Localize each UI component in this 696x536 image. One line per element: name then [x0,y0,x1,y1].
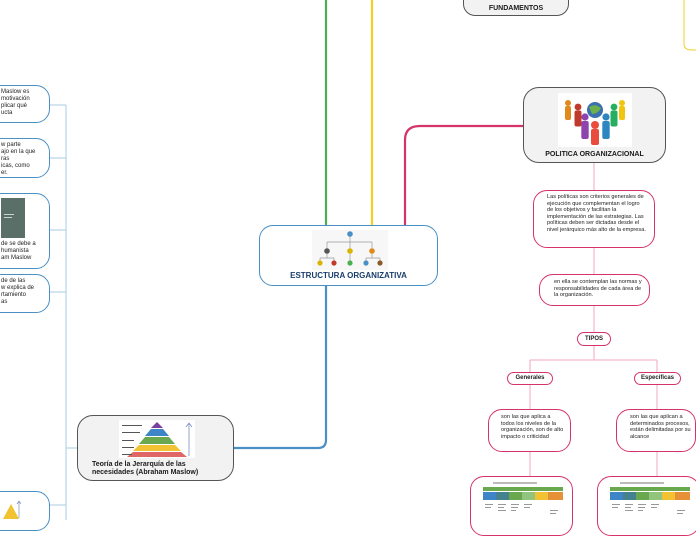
politica-contemplan: en ella se contemplan las normas y respo… [554,279,642,298]
central-node[interactable]: ESTRUCTURA ORGANIZATIVA [259,225,438,286]
policy-table-thumbnail [610,482,690,514]
especificas-image-node[interactable] [597,476,696,536]
maslow-note-4[interactable]: de de las w explica de rtamiento as [0,274,50,313]
generales-desc-node[interactable]: son las que aplica a todos los niveles d… [488,409,571,452]
note-line: ras [1,156,10,162]
maslow-note-1[interactable]: Maslow es motivación plicar qué ucta [0,85,50,123]
generales-image-node[interactable] [470,476,573,536]
fundamentos-node[interactable]: FUNDAMENTOS [463,0,569,16]
maslow-note-5[interactable] [0,491,50,531]
note-line: Maslow es [1,89,30,95]
policy-table-thumbnail [483,482,563,514]
especificas-node[interactable]: Especificas [634,372,681,385]
maslow-note-4-text: de de las w explica de rtamiento as [1,278,47,306]
central-title: ESTRUCTURA ORGANIZATIVA [290,271,407,280]
generales-desc: son las que aplica a todos los niveles d… [501,414,564,440]
politica-title: POLITICA ORGANIZACIONAL [545,151,644,158]
note-line: ucta [1,110,13,116]
politica-contemplan-node[interactable]: en ella se contemplan las normas y respo… [539,274,650,306]
maslow-note-3[interactable]: de se debe a humanista am Maslow [0,193,50,269]
note-line: de de las [1,278,26,284]
maslow-node[interactable]: Teoría de la Jerarquía de las necesidade… [77,415,234,481]
org-chart-icon [312,230,388,270]
maslow-note-3-text: de se debe a humanista am Maslow [1,241,47,262]
connector-pink-politica [403,124,523,256]
note-line: de se debe a [1,241,36,247]
maslow-pyramid-icon [119,420,195,458]
note-line: icas, como [1,163,30,169]
note-line: motivación [1,96,30,102]
note-line: plicar qué [1,103,28,109]
politica-definition: Las políticas son criterios generales de… [547,194,646,233]
maslow-title: Teoría de la Jerarquía de las necesidade… [92,461,199,476]
tipos-node[interactable]: TIPOS [577,332,611,346]
fundamentos-title: FUNDAMENTOS [488,5,544,12]
note-line: w explica de [1,285,35,291]
people-globe-icon [558,93,632,147]
note-line: as [1,299,8,305]
note-line: rtamiento [1,292,27,298]
note-line: am Maslow [1,255,32,261]
maslow-note-1-text: Maslow es motivación plicar qué ucta [1,89,47,117]
especificas-desc-node[interactable]: son las que aplican a determinados proce… [616,409,696,452]
connector-lines [50,0,696,520]
yellow-node-edge [683,0,696,51]
note-line: er. [1,170,8,176]
note-line: ajo en la que [1,149,36,155]
maslow-note-2[interactable]: w parte ajo en la que ras icas, como er. [0,138,50,178]
especificas-desc: son las que aplican a determinados proce… [630,414,691,440]
maslow-note-2-text: w parte ajo en la que ras icas, como er. [1,142,47,177]
politica-node[interactable]: POLITICA ORGANIZACIONAL [523,87,666,163]
connector-blue-maslow [234,285,328,450]
politica-definition-node[interactable]: Las políticas son criterios generales de… [533,190,655,248]
pyramid-thumbnail [3,500,21,519]
note-line: humanista [1,248,29,254]
generales-node[interactable]: Generales [507,372,553,385]
book-image [1,198,25,238]
note-line: w parte [1,142,21,148]
